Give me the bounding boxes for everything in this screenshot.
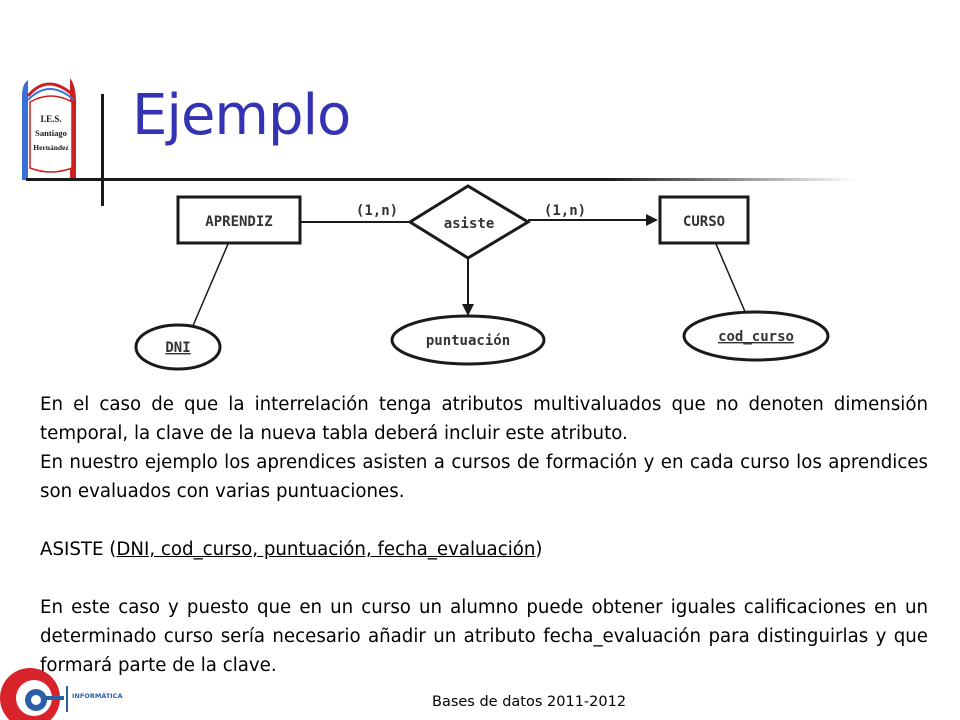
line-aprendiz-dni xyxy=(191,243,229,329)
schema-suffix: ) xyxy=(535,539,543,560)
relationship-asiste xyxy=(407,184,531,260)
page-title: Ejemplo xyxy=(132,83,351,148)
logo-line-3: Hernández xyxy=(33,143,69,152)
title-divider-vertical xyxy=(101,94,104,206)
informatica-logo: INFORMÁTICA xyxy=(0,664,130,720)
school-logo-graphic: I.E.S. Santiago Hernández xyxy=(22,78,76,180)
cardinality-right: (1,n) xyxy=(544,203,586,219)
spacer xyxy=(40,564,928,593)
logo-line-1: I.E.S. xyxy=(40,114,61,124)
entity-aprendiz-label: APRENDIZ xyxy=(205,214,272,230)
attribute-puntuacion-label: puntuación xyxy=(426,333,510,349)
paragraph-3: En este caso y puesto que en un curso un… xyxy=(40,597,928,676)
attribute-dni-label: DNI xyxy=(165,340,190,356)
attribute-dni xyxy=(134,323,222,371)
attribute-cod-curso xyxy=(682,310,830,362)
body-text: En el caso de que la interrelación tenga… xyxy=(40,390,928,680)
schema-key: DNI, cod_curso, puntuación, fecha_evalua… xyxy=(116,539,536,560)
paragraph-1: En el caso de que la interrelación tenga… xyxy=(40,394,928,444)
footer-text: Bases de datos 2011-2012 xyxy=(432,694,627,710)
school-logo: I.E.S. Santiago Hernández xyxy=(18,72,88,182)
cardinality-left: (1,n) xyxy=(356,203,398,219)
schema-prefix: ASISTE ( xyxy=(40,539,117,560)
logo-line-2: Santiago xyxy=(35,128,67,138)
title-divider-horizontal xyxy=(26,178,856,181)
line-curso-codcurso xyxy=(715,243,747,315)
attribute-cod-curso-label: cod_curso xyxy=(718,329,794,345)
entity-curso xyxy=(658,195,750,245)
footer-logo-label: INFORMÁTICA xyxy=(72,691,122,700)
schema-line: ASISTE (DNI, cod_curso, puntuación, fech… xyxy=(40,535,928,564)
attribute-puntuacion xyxy=(390,314,546,366)
entity-aprendiz xyxy=(176,195,302,245)
paragraph-2: En nuestro ejemplo los aprendices asiste… xyxy=(40,452,928,502)
entity-curso-label: CURSO xyxy=(683,214,725,230)
er-diagram: APRENDIZ CURSO asiste (1,n) (1,n) DNI pu… xyxy=(120,182,840,372)
spacer xyxy=(40,506,928,535)
relationship-asiste-label: asiste xyxy=(444,216,495,232)
